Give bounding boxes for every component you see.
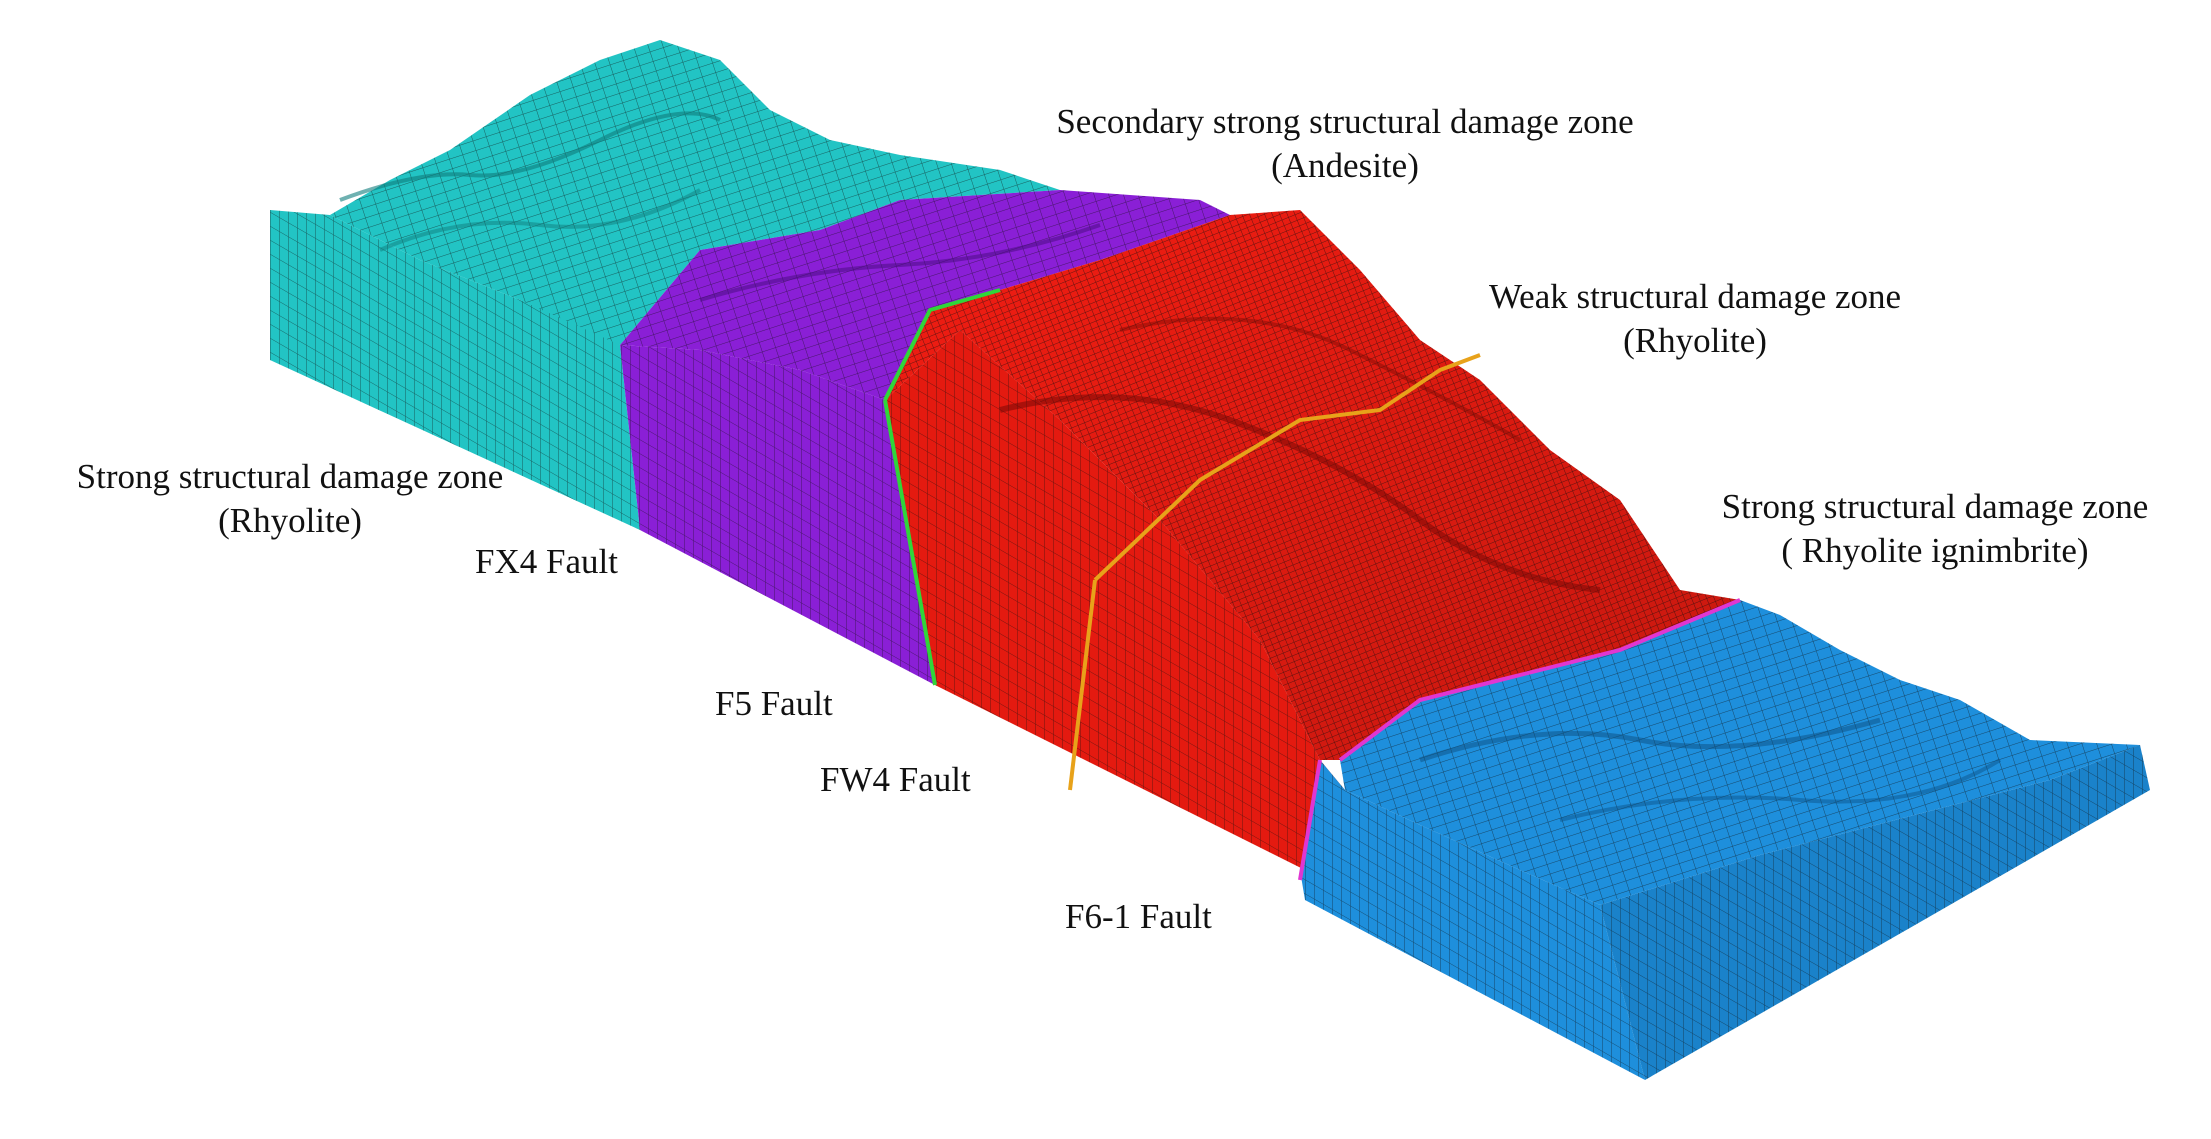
- f5-fault-line: [883, 288, 1001, 686]
- strong-zone-left-rock: (Rhyolite): [218, 501, 362, 540]
- strong-zone-right-name: Strong structural damage zone: [1721, 487, 2149, 526]
- strong-zone-right-label: Strong structural damage zone ( Rhyolite…: [1675, 485, 2195, 573]
- strong-zone-right-rock: ( Rhyolite ignimbrite): [1781, 531, 2089, 570]
- fw4-fault-line: [1068, 353, 1481, 791]
- cyan-zone-side: [270, 210, 640, 530]
- purple-zone-surface: [620, 190, 1230, 400]
- strong-zone-left-name: Strong structural damage zone: [76, 457, 504, 496]
- f61-fault-label: F6-1 Fault: [1065, 897, 1212, 936]
- red-zone-side: [885, 330, 1345, 870]
- red-zone-surface: [885, 210, 1740, 760]
- weak-zone-name: Weak structural damage zone: [1488, 277, 1902, 316]
- weak-zone-label: Weak structural damage zone (Rhyolite): [1440, 275, 1950, 363]
- cyan-zone-surface: [270, 40, 1060, 345]
- weak-zone-rock: (Rhyolite): [1623, 321, 1767, 360]
- blue-zone-end: [1600, 745, 2150, 1080]
- f61-fault-line: [1298, 598, 1741, 881]
- secondary-zone-name: Secondary strong structural damage zone: [1056, 102, 1634, 141]
- secondary-zone-rock: (Andesite): [1271, 146, 1419, 185]
- blue-zone-side: [1300, 760, 1645, 1080]
- blue-zone-surface: [1340, 600, 2140, 905]
- secondary-zone-label: Secondary strong structural damage zone …: [1010, 100, 1680, 188]
- purple-zone-side: [620, 345, 935, 685]
- fx4-fault-label: FX4 Fault: [475, 542, 618, 581]
- strong-zone-left-label: Strong structural damage zone (Rhyolite): [30, 455, 550, 543]
- fw4-fault-label: FW4 Fault: [820, 760, 971, 799]
- f5-fault-label: F5 Fault: [715, 684, 833, 723]
